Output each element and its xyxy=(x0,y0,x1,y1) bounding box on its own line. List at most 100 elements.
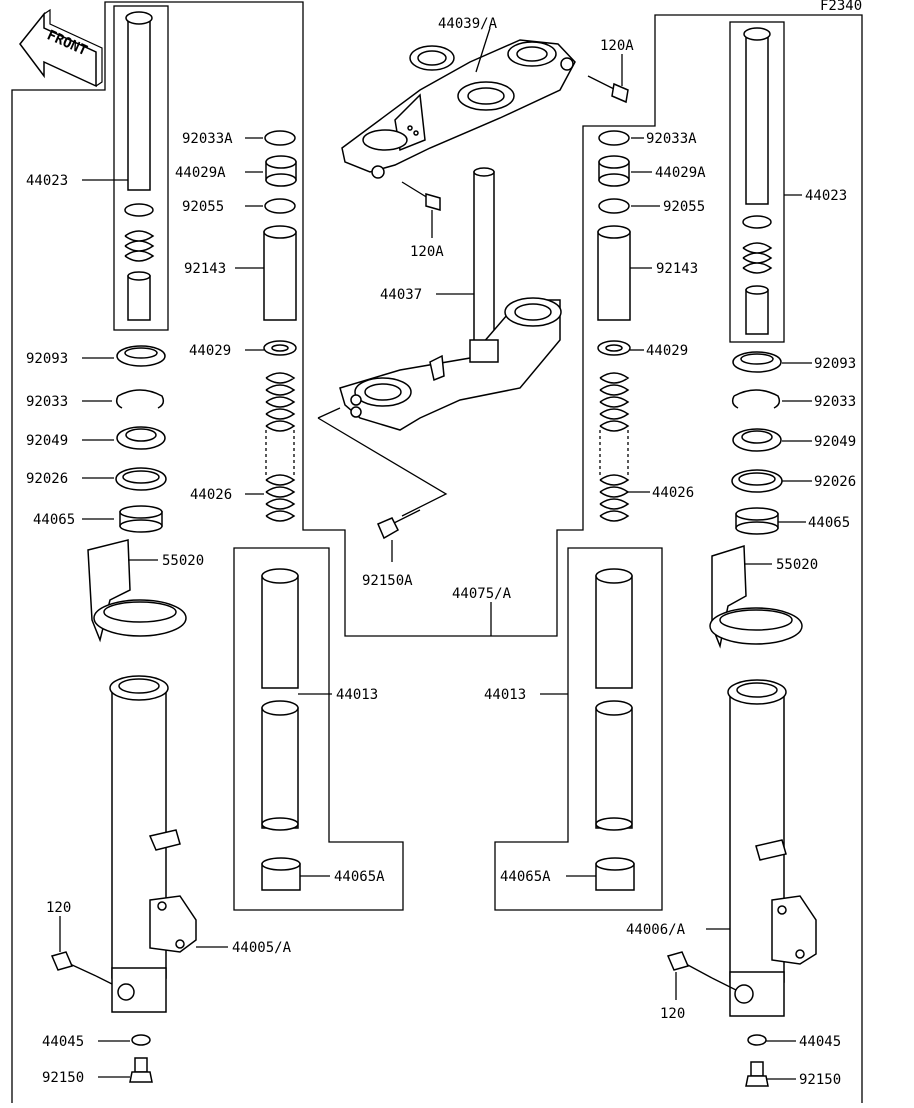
label-clip-92033-left: 92033 xyxy=(26,394,68,410)
label-guard-55020-left: 55020 xyxy=(162,553,204,569)
seal-92093-left-part xyxy=(116,345,166,367)
seal-92049-right-part xyxy=(732,428,782,452)
cylinder-box-right xyxy=(494,547,663,911)
washer-92026-left-part xyxy=(115,467,167,491)
label-inner-tube-right: 44023 xyxy=(805,188,847,204)
seal-92093-left-inner xyxy=(124,347,158,359)
seal-92049-left-inner xyxy=(125,428,157,442)
bolt-120a-mid-part xyxy=(401,181,441,211)
washer-44045-left-part xyxy=(131,1034,151,1046)
washer-44029-left-part xyxy=(263,340,297,356)
seal-92093-right-inner xyxy=(740,353,774,365)
label-stem: 44037 xyxy=(380,287,422,303)
label-spring-44026-right: 44026 xyxy=(652,485,694,501)
label-collar-92143-right: 92143 xyxy=(656,261,698,277)
guard-55020-left-part xyxy=(87,539,187,643)
label-bolt-120a-top: 120A xyxy=(600,38,634,54)
outer-tube-left-part xyxy=(109,675,197,1013)
inner-tube-left-part xyxy=(124,11,155,321)
label-cylinder-44013-right: 44013 xyxy=(484,687,526,703)
label-washer-92026-right: 92026 xyxy=(814,474,856,490)
label-washer-92026-left: 92026 xyxy=(26,471,68,487)
ring-92033a-right-part xyxy=(598,130,630,146)
label-ring-92033a-right: 92033A xyxy=(646,131,697,147)
collar-92143-right-part xyxy=(597,225,631,321)
label-bolt-92150a: 92150A xyxy=(362,573,413,589)
bush-44065a-left-part xyxy=(261,857,301,891)
bush-44065-left-part xyxy=(119,505,163,533)
bolt-120-right-part xyxy=(666,951,737,991)
label-washer-44029-right: 44029 xyxy=(646,343,688,359)
inner-tube-box-left xyxy=(113,5,169,331)
label-cap-44029a-right: 44029A xyxy=(655,165,706,181)
label-inner-tube-left: 44023 xyxy=(26,173,68,189)
collar-92143-left-part xyxy=(263,225,297,321)
label-bush-44065a-left: 44065A xyxy=(334,869,385,885)
label-oring-92055-left: 92055 xyxy=(182,199,224,215)
left-assembly-outline xyxy=(11,1,863,1103)
front-arrow-icon: FRONT xyxy=(19,8,103,88)
label-seal-92093-right: 92093 xyxy=(814,356,856,372)
stem-connector-upper xyxy=(317,407,341,419)
ring-92033a-left-part xyxy=(264,130,296,146)
inner-tube-right-part xyxy=(742,27,773,335)
label-bolt-120a-mid: 120A xyxy=(410,244,444,260)
cap-44029a-left-part xyxy=(265,155,297,187)
label-washer-44045-right: 44045 xyxy=(799,1034,841,1050)
spring-44026-left-part xyxy=(265,372,296,522)
label-seal-92093-left: 92093 xyxy=(26,351,68,367)
outer-tube-right-part xyxy=(727,679,817,1017)
washer-44045-right-part xyxy=(747,1034,767,1046)
label-outer-tube-right: 44006/A xyxy=(626,922,686,938)
bolt-120-left-part xyxy=(50,951,113,985)
label-guard-55020-right: 55020 xyxy=(776,557,818,573)
label-clip-92033-right: 92033 xyxy=(814,394,856,410)
label-spring-44026-left: 44026 xyxy=(190,487,232,503)
bush-44065-right-part xyxy=(735,507,779,535)
seal-92049-left-part xyxy=(116,426,166,450)
label-collar-92143-left: 92143 xyxy=(184,261,226,277)
seal-92049-right-inner xyxy=(741,430,773,444)
top-bracket-part xyxy=(341,39,576,179)
washer-44029-left-inner xyxy=(271,344,289,352)
diagram-code: F2340 xyxy=(820,0,862,14)
bolt-92150-left-part xyxy=(129,1057,153,1083)
clip-92033-left-part xyxy=(115,389,165,409)
stem-connector-lower xyxy=(317,417,448,517)
cylinder-44013-left-part xyxy=(261,568,299,831)
bolt-120a-top-part xyxy=(587,75,629,104)
cylinder-box-left xyxy=(233,547,404,911)
label-bush-44065-left: 44065 xyxy=(33,512,75,528)
oring-92055-right-part xyxy=(598,198,630,214)
label-oring-92055-right: 92055 xyxy=(663,199,705,215)
oring-92055-left-part xyxy=(264,198,296,214)
label-ring-92033a-left: 92033A xyxy=(182,131,233,147)
bush-44065a-right-part xyxy=(595,857,635,891)
leader-top-bracket xyxy=(475,27,491,73)
guard-55020-right-part xyxy=(709,544,803,649)
bolt-92150a-part xyxy=(377,509,421,540)
label-bolt-120-left: 120 xyxy=(46,900,71,916)
label-bolt-92150-right: 92150 xyxy=(799,1072,841,1088)
bolt-92150-right-part xyxy=(745,1061,769,1087)
label-seal-92049-left: 92049 xyxy=(26,433,68,449)
washer-44029-right-inner xyxy=(605,344,623,352)
label-group-44075: 44075/A xyxy=(452,586,512,602)
clip-92033-right-part xyxy=(731,389,781,409)
label-outer-tube-left: 44005/A xyxy=(232,940,292,956)
label-bush-44065-right: 44065 xyxy=(808,515,850,531)
label-seal-92049-right: 92049 xyxy=(814,434,856,450)
washer-44029-right-part xyxy=(597,340,631,356)
label-washer-44045-left: 44045 xyxy=(42,1034,84,1050)
label-cylinder-44013-left: 44013 xyxy=(336,687,378,703)
spring-44026-right-part xyxy=(599,372,630,522)
cap-44029a-right-part xyxy=(598,155,630,187)
washer-92026-right-inner xyxy=(738,472,776,486)
inner-tube-box-right xyxy=(729,21,785,343)
label-cap-44029a-left: 44029A xyxy=(175,165,226,181)
label-top-bracket: 44039/A xyxy=(438,16,498,32)
label-bolt-92150-left: 92150 xyxy=(42,1070,84,1086)
label-washer-44029-left: 44029 xyxy=(189,343,231,359)
